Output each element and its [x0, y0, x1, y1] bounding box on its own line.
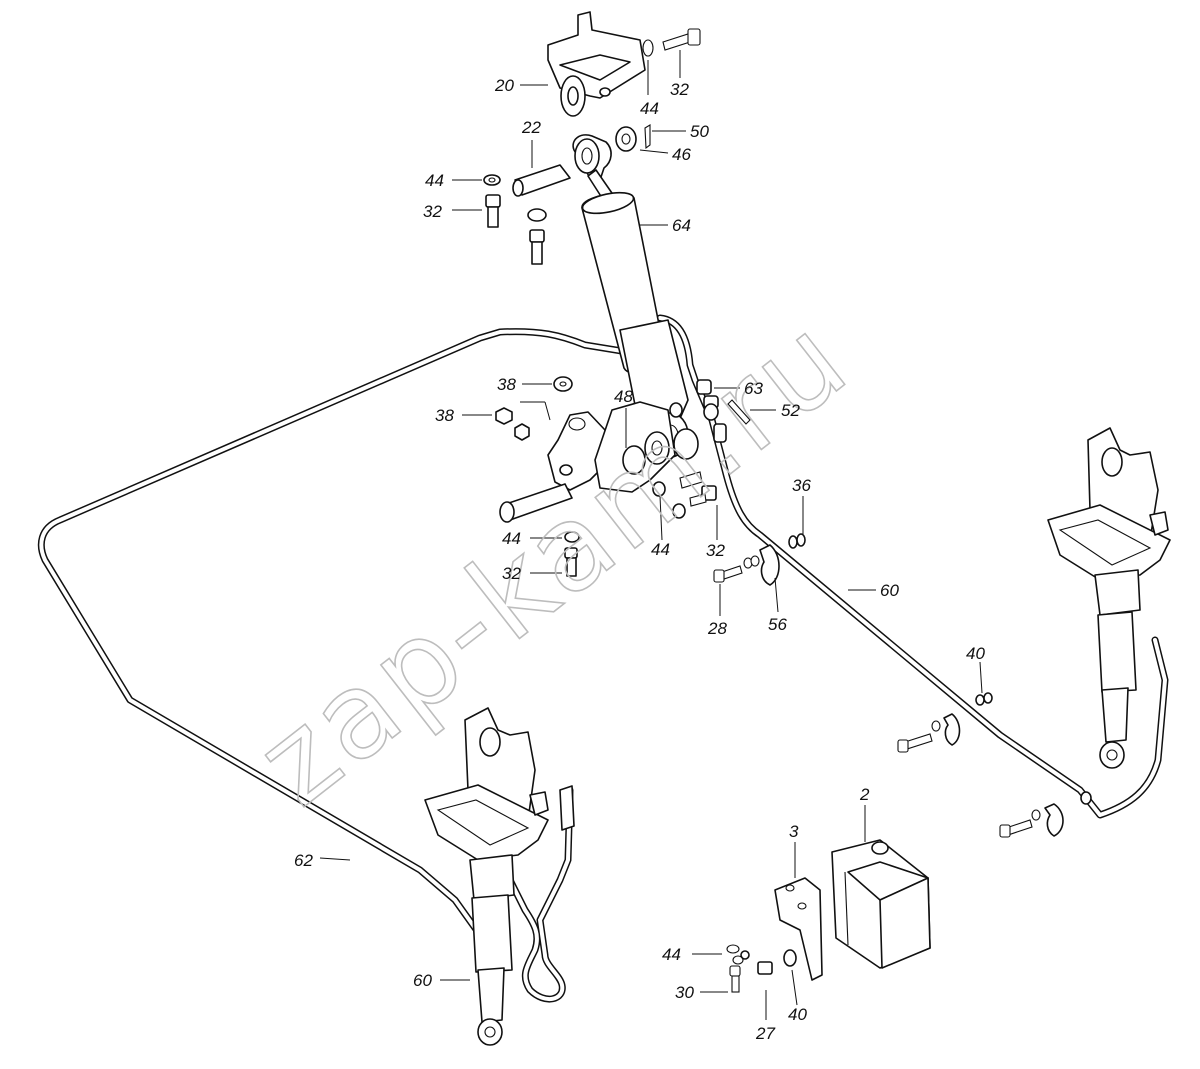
bolt-upper-center [529, 229, 545, 265]
callout-50: 50 [690, 122, 709, 141]
nut-38-top [553, 376, 573, 392]
callout-44-top: 44 [640, 99, 659, 118]
leader-lines [319, 50, 983, 1020]
bolt-32-lower-center [564, 547, 578, 577]
callout-38-left: 38 [435, 406, 454, 425]
clamp-right-upper [897, 692, 993, 753]
fasteners-lower-bracket [726, 944, 797, 993]
callout-56: 56 [768, 615, 787, 634]
pin-lower [499, 483, 573, 523]
hydraulic-hose-62 [37, 328, 632, 939]
pump-unit-2 [831, 839, 931, 969]
callout-63: 63 [744, 379, 763, 398]
callout-32-top: 32 [670, 80, 689, 99]
bolt-52 [727, 399, 751, 425]
callout-44-lower-right: 44 [651, 540, 670, 559]
mounting-bracket-3 [774, 877, 823, 981]
callout-60-left: 60 [413, 971, 432, 990]
clamp-right-lower [999, 803, 1064, 838]
callout-52: 52 [781, 401, 800, 420]
callout-46: 46 [672, 145, 691, 164]
hydraulic-hose-60-right [656, 314, 1169, 819]
nut-38-left [495, 407, 530, 441]
callout-40-right: 40 [966, 644, 985, 663]
pin-22 [512, 164, 571, 197]
upper-bracket-20 [547, 11, 646, 117]
bolt-28 [713, 555, 760, 583]
callout-40-bottom: 40 [788, 1005, 807, 1024]
left-cab-lock-support [424, 707, 575, 1046]
nut-36 [788, 533, 806, 549]
callout-44-bottom: 44 [662, 945, 681, 964]
cylinder-mount-bracket [547, 401, 699, 493]
callout-3: 3 [789, 822, 799, 841]
cotter-pin-50 [644, 124, 651, 150]
callout-44-upper-left: 44 [425, 171, 444, 190]
hydraulic-hose-60-left [506, 786, 574, 1003]
washer-44-lower-center [564, 531, 580, 543]
callout-32-lower-center: 32 [502, 564, 521, 583]
hose-clamp-56 [759, 544, 780, 586]
nut-upper-center [527, 208, 547, 222]
fittings-center [669, 402, 719, 421]
callout-64: 64 [672, 216, 691, 235]
callout-20: 20 [494, 76, 514, 95]
callout-labels: 20 44 32 22 50 46 44 32 64 38 38 48 63 5… [294, 76, 985, 1043]
washer-46 [615, 126, 637, 152]
bolt-32-lower-right [679, 471, 717, 507]
callout-36: 36 [792, 476, 811, 495]
washer-44-top [642, 39, 654, 57]
right-cab-lock-support [1047, 427, 1171, 805]
callout-27: 27 [755, 1024, 775, 1043]
bolt-32-upper-left [485, 194, 501, 228]
callout-22: 22 [521, 118, 541, 137]
callout-48: 48 [614, 387, 633, 406]
callout-28: 28 [707, 619, 727, 638]
callout-32-lower-right: 32 [706, 541, 725, 560]
bolt-32-top [662, 28, 701, 51]
callout-32-upper-left: 32 [423, 202, 442, 221]
callout-62: 62 [294, 851, 313, 870]
callout-38-top: 38 [497, 375, 516, 394]
callout-2: 2 [859, 785, 870, 804]
washer-44-lower-right [652, 481, 686, 519]
callout-30: 30 [675, 983, 694, 1002]
callout-44-lower-center: 44 [502, 529, 521, 548]
callout-60-right: 60 [880, 581, 899, 600]
washer-44-upper-left [483, 174, 501, 186]
